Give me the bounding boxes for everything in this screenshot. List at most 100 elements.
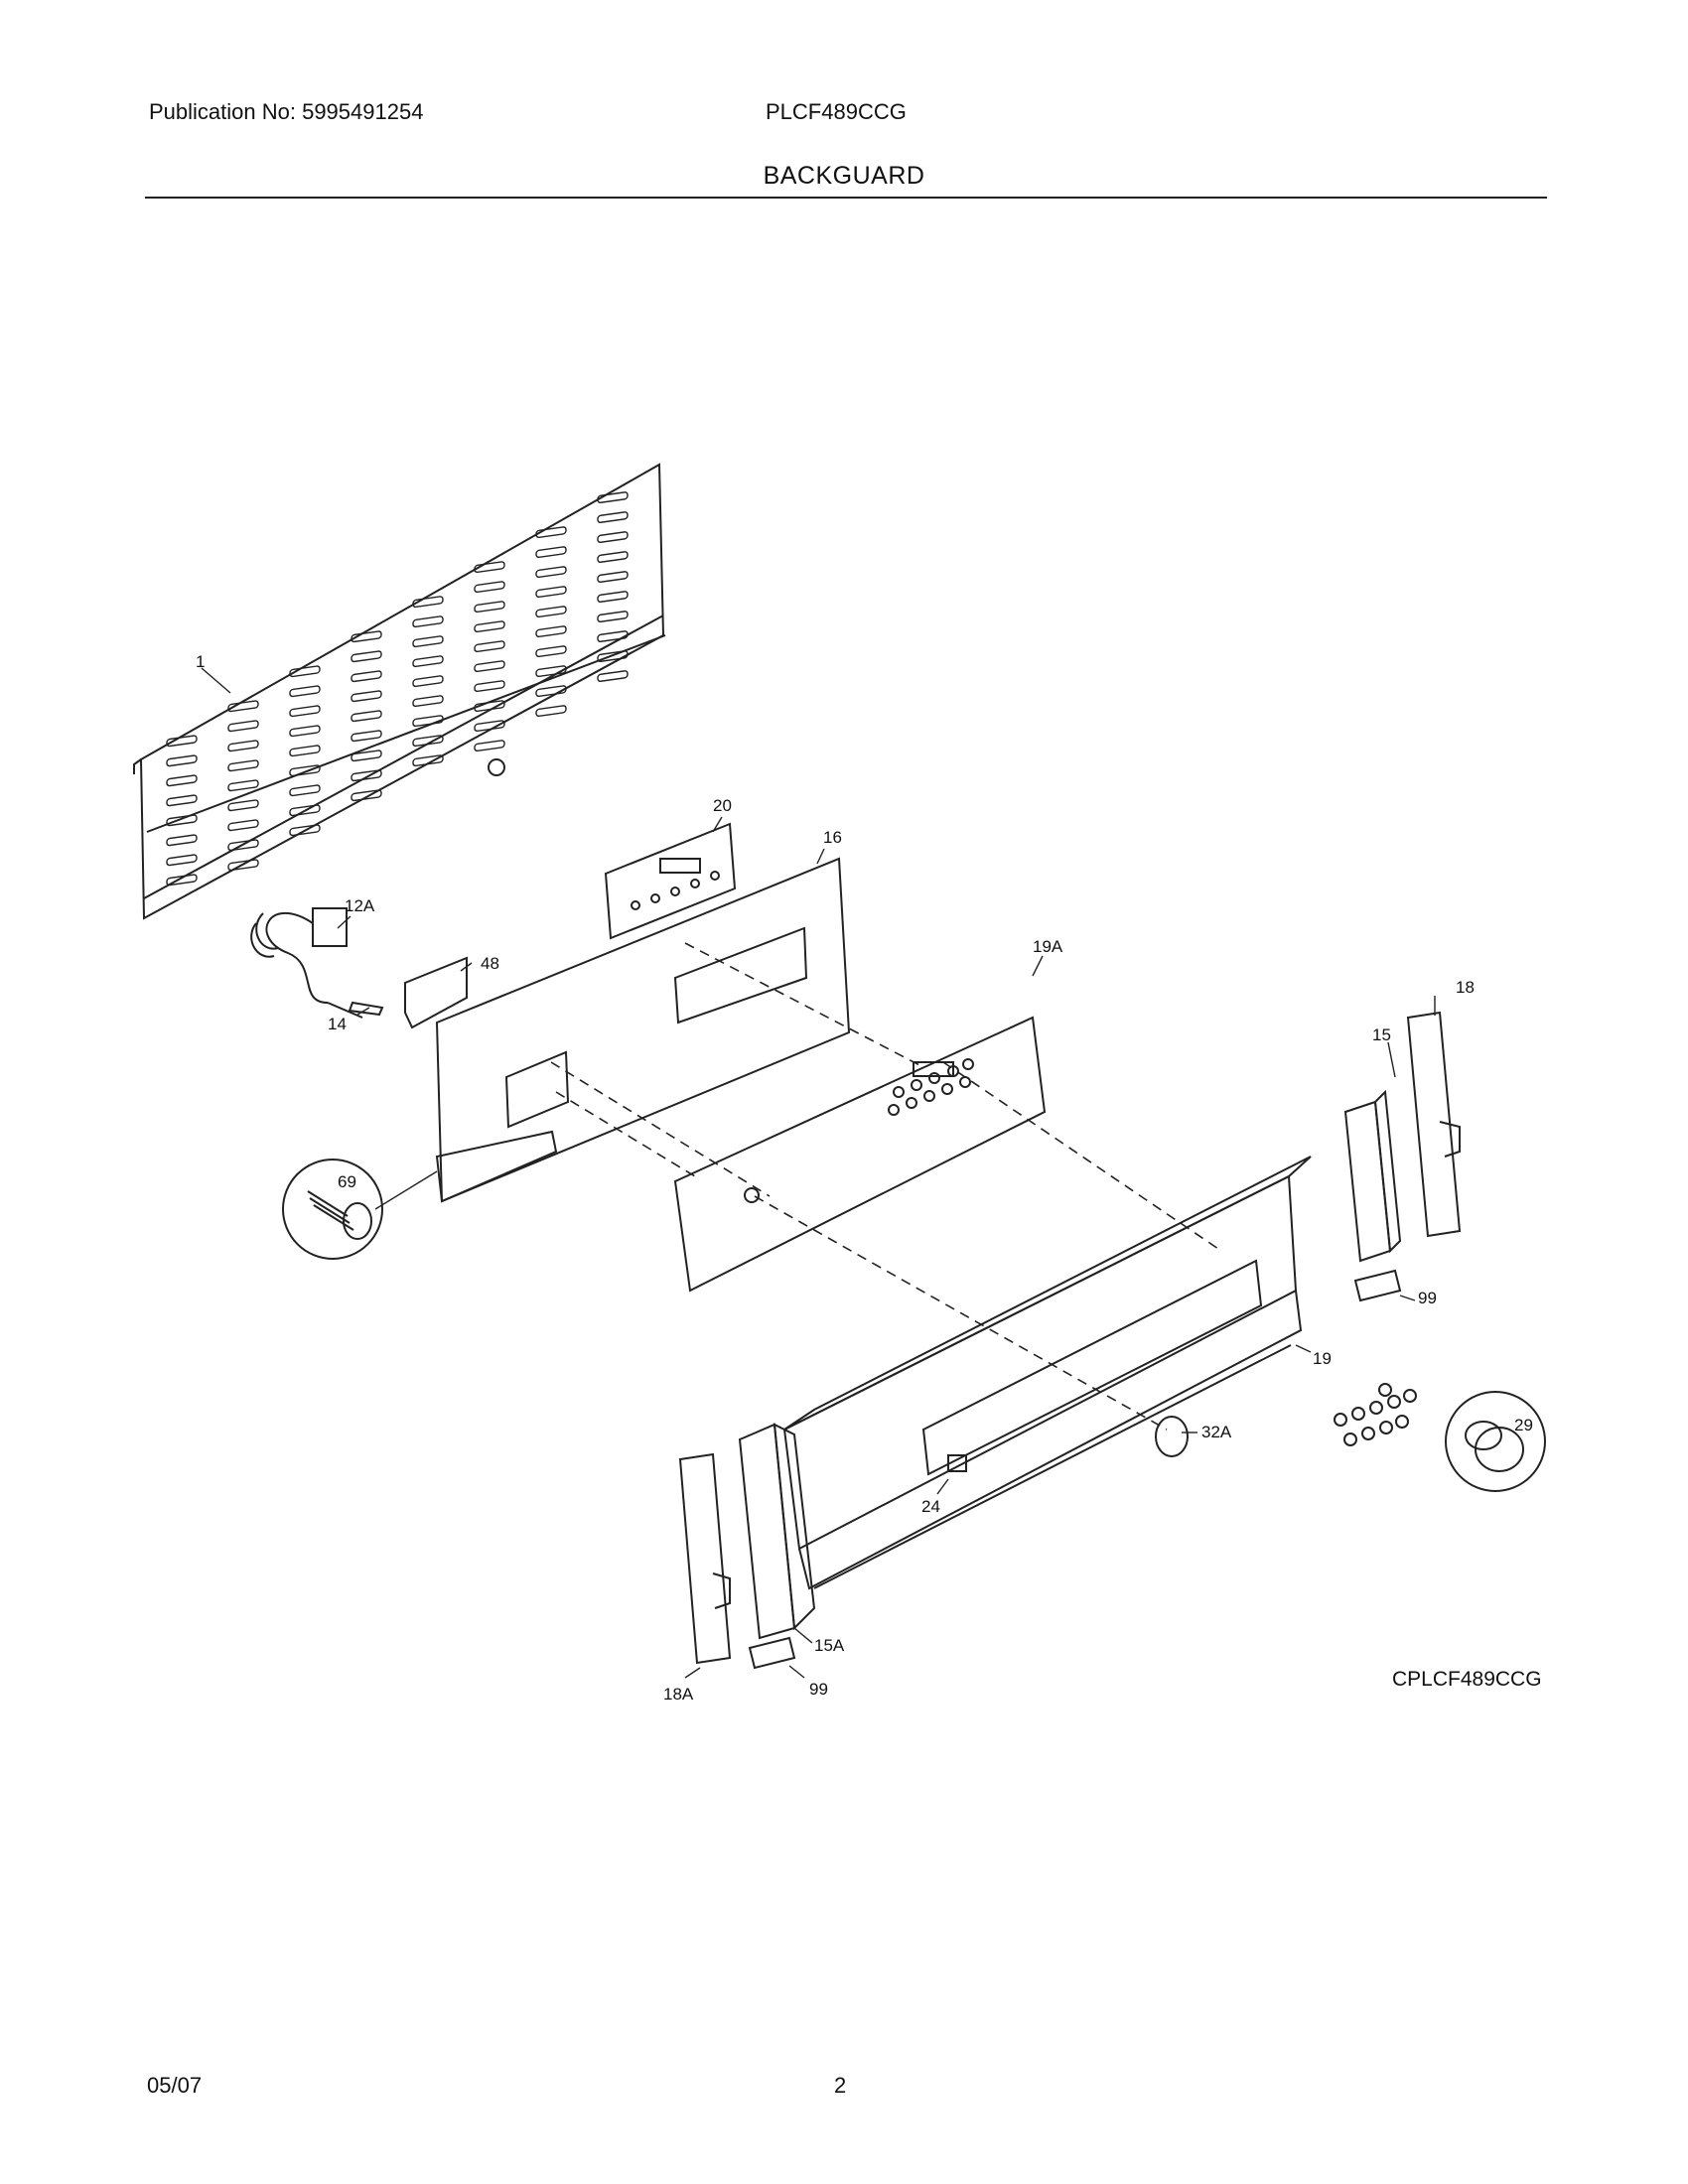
thermostat bbox=[250, 907, 363, 1019]
louver-slot bbox=[535, 586, 567, 599]
knob-clip bbox=[1361, 1427, 1375, 1440]
label-part-19: 19 bbox=[1313, 1349, 1332, 1368]
left-trim bbox=[678, 1452, 732, 1665]
page-number: 2 bbox=[834, 2073, 847, 2098]
knob-clip bbox=[1403, 1389, 1417, 1403]
backguard-housing bbox=[782, 1156, 1312, 1590]
louver-slot bbox=[597, 611, 629, 622]
louver-slot bbox=[412, 615, 444, 628]
louver-slot bbox=[535, 625, 567, 638]
title-rule bbox=[145, 197, 1547, 199]
diagram-code: CPLCF489CCG bbox=[1392, 1668, 1542, 1691]
publication-number: Publication No: 5995491254 bbox=[149, 99, 424, 124]
right-trim bbox=[1406, 1011, 1462, 1238]
label-part-69: 69 bbox=[338, 1172, 356, 1191]
louver-slot bbox=[351, 710, 382, 723]
louver-slot bbox=[227, 859, 259, 872]
label-part-48: 48 bbox=[481, 954, 499, 973]
louver-slot bbox=[289, 784, 321, 797]
knob-clip bbox=[1378, 1383, 1392, 1397]
knob-clip bbox=[1395, 1415, 1409, 1429]
louver-slot bbox=[412, 715, 444, 728]
louver-slot bbox=[474, 660, 505, 673]
louver-slot bbox=[412, 596, 444, 609]
louver-slot bbox=[412, 695, 444, 708]
louver-slot bbox=[227, 740, 259, 752]
knob-detail bbox=[1334, 1383, 1546, 1492]
knob-clip bbox=[1351, 1407, 1365, 1421]
clip-left bbox=[748, 1636, 796, 1670]
louver-slot bbox=[227, 799, 259, 812]
louver-slot bbox=[597, 650, 629, 662]
louver-slot bbox=[289, 804, 321, 817]
louver-slot bbox=[166, 754, 198, 767]
louver-slot bbox=[535, 685, 567, 698]
label-part-29: 29 bbox=[1514, 1416, 1533, 1434]
label-part-32a: 32A bbox=[1201, 1423, 1232, 1441]
louver-slot bbox=[474, 581, 505, 594]
label-part-18: 18 bbox=[1456, 978, 1475, 997]
louver-slot bbox=[535, 526, 567, 539]
louver-slot bbox=[351, 750, 382, 762]
louver-slot bbox=[412, 635, 444, 648]
louver-slot bbox=[597, 571, 629, 583]
knob-clip bbox=[1369, 1401, 1383, 1415]
louver-slot bbox=[535, 665, 567, 678]
louver-slot bbox=[597, 591, 629, 603]
louver-slot bbox=[597, 551, 629, 563]
control-panel-frame bbox=[435, 857, 851, 1203]
louver-slot bbox=[227, 720, 259, 733]
louver-slot bbox=[166, 834, 198, 847]
overlay-button bbox=[923, 1090, 935, 1102]
louver-slot bbox=[227, 779, 259, 792]
louver-slot bbox=[227, 839, 259, 852]
louver-slot bbox=[597, 491, 629, 503]
overlay-button bbox=[893, 1086, 905, 1098]
louver-slot bbox=[351, 769, 382, 782]
overlay-button bbox=[906, 1097, 917, 1109]
label-part-14: 14 bbox=[328, 1015, 347, 1033]
louver-slot bbox=[227, 700, 259, 713]
overlay-button bbox=[962, 1058, 974, 1070]
overlay-button bbox=[947, 1065, 959, 1077]
louver-slot bbox=[412, 754, 444, 767]
louver-slot bbox=[474, 700, 505, 713]
right-end-cap bbox=[1343, 1089, 1402, 1263]
knob-clip bbox=[1334, 1413, 1347, 1427]
overlay-button bbox=[941, 1083, 953, 1095]
louver-slot bbox=[535, 546, 567, 559]
louver-slot bbox=[474, 601, 505, 614]
louver-slot bbox=[166, 854, 198, 867]
louver-slot bbox=[227, 819, 259, 832]
overlay-button bbox=[928, 1072, 940, 1084]
label-part-18a: 18A bbox=[663, 1685, 694, 1704]
knob-clip bbox=[1387, 1395, 1401, 1409]
label-part-20: 20 bbox=[713, 796, 732, 815]
clip-right bbox=[1353, 1269, 1402, 1302]
knob-clip bbox=[1343, 1433, 1357, 1446]
label-part-24: 24 bbox=[921, 1497, 940, 1516]
small-knob bbox=[1155, 1416, 1189, 1457]
publication-date: 05/07 bbox=[147, 2073, 203, 2098]
louver-slot bbox=[227, 759, 259, 772]
louver-slot bbox=[289, 745, 321, 757]
louver-slot bbox=[597, 670, 629, 682]
louver-slot bbox=[289, 764, 321, 777]
louver-slot bbox=[597, 630, 629, 642]
rear-panel bbox=[133, 463, 666, 920]
model-number: PLCF489CCG bbox=[766, 99, 907, 124]
louver-slot bbox=[474, 720, 505, 733]
louver-slot bbox=[412, 675, 444, 688]
louver-slot bbox=[351, 690, 382, 703]
label-part-1: 1 bbox=[196, 652, 205, 671]
louver-slot bbox=[412, 735, 444, 748]
label-part-15: 15 bbox=[1372, 1025, 1391, 1044]
control-board bbox=[604, 822, 737, 940]
louver-slot bbox=[597, 531, 629, 543]
louver-slot bbox=[351, 730, 382, 743]
overlay-panel bbox=[673, 1016, 1047, 1293]
louver-slot bbox=[597, 511, 629, 523]
screw-detail bbox=[282, 1159, 383, 1260]
label-part-15a: 15A bbox=[814, 1636, 845, 1655]
